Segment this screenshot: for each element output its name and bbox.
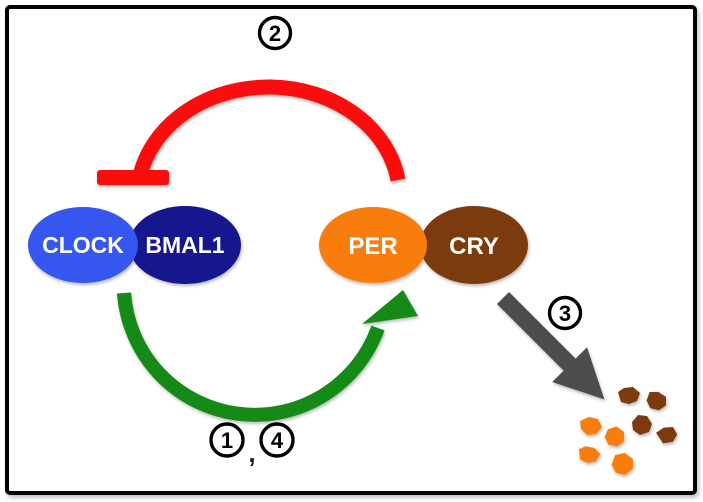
fragment-orange [604,426,625,447]
activation-arc [117,292,385,422]
per-label: PER [348,233,397,260]
step-badge-4: 4 [259,422,295,458]
step-badge-number: 2 [269,21,281,46]
step-badge-circle [257,15,293,51]
bmal1-label: BMAL1 [145,232,224,258]
fragment-orange [578,446,601,463]
cry-label: CRY [449,233,499,260]
fragment-brown [632,415,652,435]
inhibition-arc [132,79,406,182]
step-badge-number: 1 [221,428,233,453]
per-oval [319,207,427,283]
step-badge-number: 4 [271,428,284,453]
degradation-arrow [496,291,605,400]
step-badge-2: 2 [257,15,293,51]
fragment-orange [580,417,602,435]
step-badge-circle [209,422,245,458]
fragment-orange [611,452,633,476]
fragment-brown [646,391,667,411]
fragment-brown [656,427,678,444]
activation-arrowhead-icon [362,290,418,324]
step-badge-3: 3 [547,295,583,331]
clock-label: CLOCK [42,232,124,258]
step-badge-number: 3 [559,301,571,326]
fragment-brown [618,387,640,404]
step-badge-circle [547,295,583,331]
badge-separator: , [248,438,255,468]
protein-fragments [578,387,678,476]
bmal1-oval [129,206,241,284]
inhibition-tbar-icon [97,170,169,185]
step-badge-circle [259,422,295,458]
cry-oval [420,206,528,284]
border-frame [5,5,697,495]
clock-oval [28,207,138,283]
step-badge-1: 1 [209,422,245,458]
